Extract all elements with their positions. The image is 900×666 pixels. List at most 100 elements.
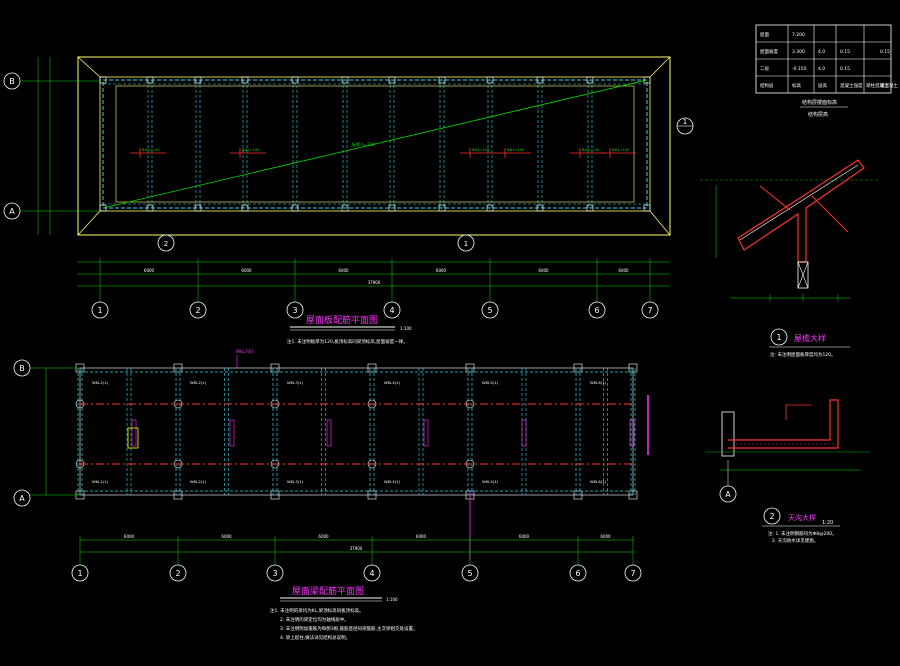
bay-dim: 6000 xyxy=(338,268,349,273)
column-bottom xyxy=(241,204,249,212)
axis-bubble-top[interactable] xyxy=(641,301,659,319)
legend-cell: 二层 xyxy=(760,66,769,72)
slab-span-label: B#2=100 xyxy=(472,148,489,152)
beam-label-bottom: WKL6(1) xyxy=(590,479,607,484)
bay-dim: 6000 xyxy=(436,268,447,273)
legend-cell: 结构层 xyxy=(760,82,774,89)
eave-detail: 1 屋檐大样 注: 未注明屋面板厚度均为120。 xyxy=(700,159,880,358)
bay-dim: 6000 xyxy=(618,268,629,273)
detail-2-number: 2 xyxy=(769,512,774,521)
legend-cell: 0.15 xyxy=(880,49,890,55)
detail-2-axis-label: A xyxy=(725,490,731,499)
legend-cell: 墙混凝土 xyxy=(880,82,898,89)
column-bottom xyxy=(486,204,494,212)
axis-bubble-top[interactable] xyxy=(588,301,606,319)
slab-span-label: B#2=100 xyxy=(142,148,159,152)
slab-span-label: B#2=100 xyxy=(242,148,259,152)
axis-label: 6 xyxy=(594,306,599,315)
axis-label: 4 xyxy=(369,569,374,578)
column-top xyxy=(536,76,544,84)
column-top xyxy=(341,76,349,84)
column-bottom xyxy=(586,204,594,212)
column-bottom xyxy=(194,204,202,212)
bay-dim: 6000 xyxy=(600,534,611,539)
column-bottom xyxy=(341,204,349,212)
bottom-plan-note: 2. 未注明的梁定位均为轴线居中。 xyxy=(280,616,349,623)
axis-bubble-bottom[interactable] xyxy=(169,564,187,582)
axis-bubble-top[interactable] xyxy=(91,301,109,319)
axis-label: 5 xyxy=(487,306,492,315)
axis-bubble-top[interactable] xyxy=(383,301,401,319)
detail-1-bubble[interactable] xyxy=(770,328,788,346)
column-top xyxy=(241,76,249,84)
axis-bubble-top[interactable] xyxy=(189,301,207,319)
axis-bubble-top[interactable] xyxy=(481,301,499,319)
section-mark-text: 1 xyxy=(683,118,687,126)
axis-bubble-top[interactable] xyxy=(286,301,304,319)
bay-dim: 6000 xyxy=(538,268,549,273)
beam-label-bottom: WKL3(1) xyxy=(287,479,304,484)
bay-dim: 6000 xyxy=(519,534,530,539)
bay-dim: 6000 xyxy=(221,534,232,539)
bay-dim: 6000 xyxy=(241,268,252,273)
detail-2-axis-bubble[interactable] xyxy=(719,485,737,503)
column-bottom xyxy=(388,204,396,212)
slab-span-label: B#2=100 xyxy=(507,148,524,152)
column-bottom xyxy=(291,204,299,212)
legend-cell: 标高 xyxy=(792,82,801,89)
legend-cell: 屋面 xyxy=(760,32,769,38)
axis-bubble-bottom[interactable] xyxy=(624,564,642,582)
detail-2-bubble[interactable] xyxy=(763,507,781,525)
legend-cell: 屋面坡度 xyxy=(760,48,778,55)
row-label: A xyxy=(19,494,25,503)
yellow-tag xyxy=(127,427,139,449)
beam-label-top: WKL3(1) xyxy=(287,380,304,385)
beam-label-top: WKL5(1) xyxy=(482,380,499,385)
axis-label: 2 xyxy=(175,569,180,578)
legend-cell: 3.300 xyxy=(792,49,805,55)
top-plan-title: 屋面板配筋平面图 xyxy=(306,314,378,326)
legend-cell: 4.0 xyxy=(818,66,825,72)
axis-label: 5 xyxy=(467,569,472,578)
bottom-plan-title: 屋面梁配筋平面图 xyxy=(292,585,364,597)
beam-label-bottom: WKL1(1) xyxy=(92,479,109,484)
axis-bubble-bottom[interactable] xyxy=(266,564,284,582)
gutter-detail: A 2 天沟大样 1:20 注: 1. 未注明钢筋均为Φ8@200。 2. 天沟… xyxy=(705,399,870,544)
legend-cell: 0.15 xyxy=(840,49,850,55)
top-plan-scale: 1:100 xyxy=(400,326,412,331)
column-bottom xyxy=(146,204,154,212)
axis-label: 7 xyxy=(647,306,652,315)
column-bottom xyxy=(536,204,544,212)
bottom-plan-note: 3. 未注明附加箍筋为每侧3根,箍筋直径同梁箍筋,主次梁相交处设置。 xyxy=(280,625,417,632)
row-bubble-a-bottom[interactable] xyxy=(13,489,31,507)
column-bottom xyxy=(438,204,446,212)
overall-dim: 37900 xyxy=(350,546,363,551)
section-mark-2-left[interactable] xyxy=(157,234,175,252)
section-mark-text: 2 xyxy=(164,240,168,248)
row-label: B xyxy=(9,77,15,86)
bay-dim: 6000 xyxy=(416,534,427,539)
detail-2-title: 天沟大样 xyxy=(788,513,816,522)
axis-bubble-bottom[interactable] xyxy=(363,564,381,582)
column-top xyxy=(146,76,154,84)
column-top xyxy=(486,76,494,84)
detail-2-note: 2. 天沟防水详见建施。 xyxy=(772,537,818,544)
legend-cell: 层高 xyxy=(818,82,827,89)
axis-bubble-bottom[interactable] xyxy=(569,564,587,582)
beam-label-bottom: WKL4(1) xyxy=(384,479,401,484)
diag-label: 板厚 h=120 xyxy=(352,141,375,147)
axis-label: 3 xyxy=(292,306,297,315)
roof-beam-plan: WKL1(1)WKL1(1)WKL2(1)WKL2(1)WKL3(1)WKL3(… xyxy=(13,349,649,641)
section-mark-2-right[interactable] xyxy=(457,234,475,252)
legend-cell: 混凝土强度 xyxy=(840,82,863,89)
axis-bubble-bottom[interactable] xyxy=(71,564,89,582)
beam-label-top: WKL2(1) xyxy=(190,380,207,385)
axis-label: 3 xyxy=(272,569,277,578)
axis-label: 6 xyxy=(575,569,580,578)
axis-bubble-bottom[interactable] xyxy=(461,564,479,582)
beam-label-bottom: WKL2(1) xyxy=(190,479,207,484)
detail-2-scale: 1:20 xyxy=(822,520,833,526)
